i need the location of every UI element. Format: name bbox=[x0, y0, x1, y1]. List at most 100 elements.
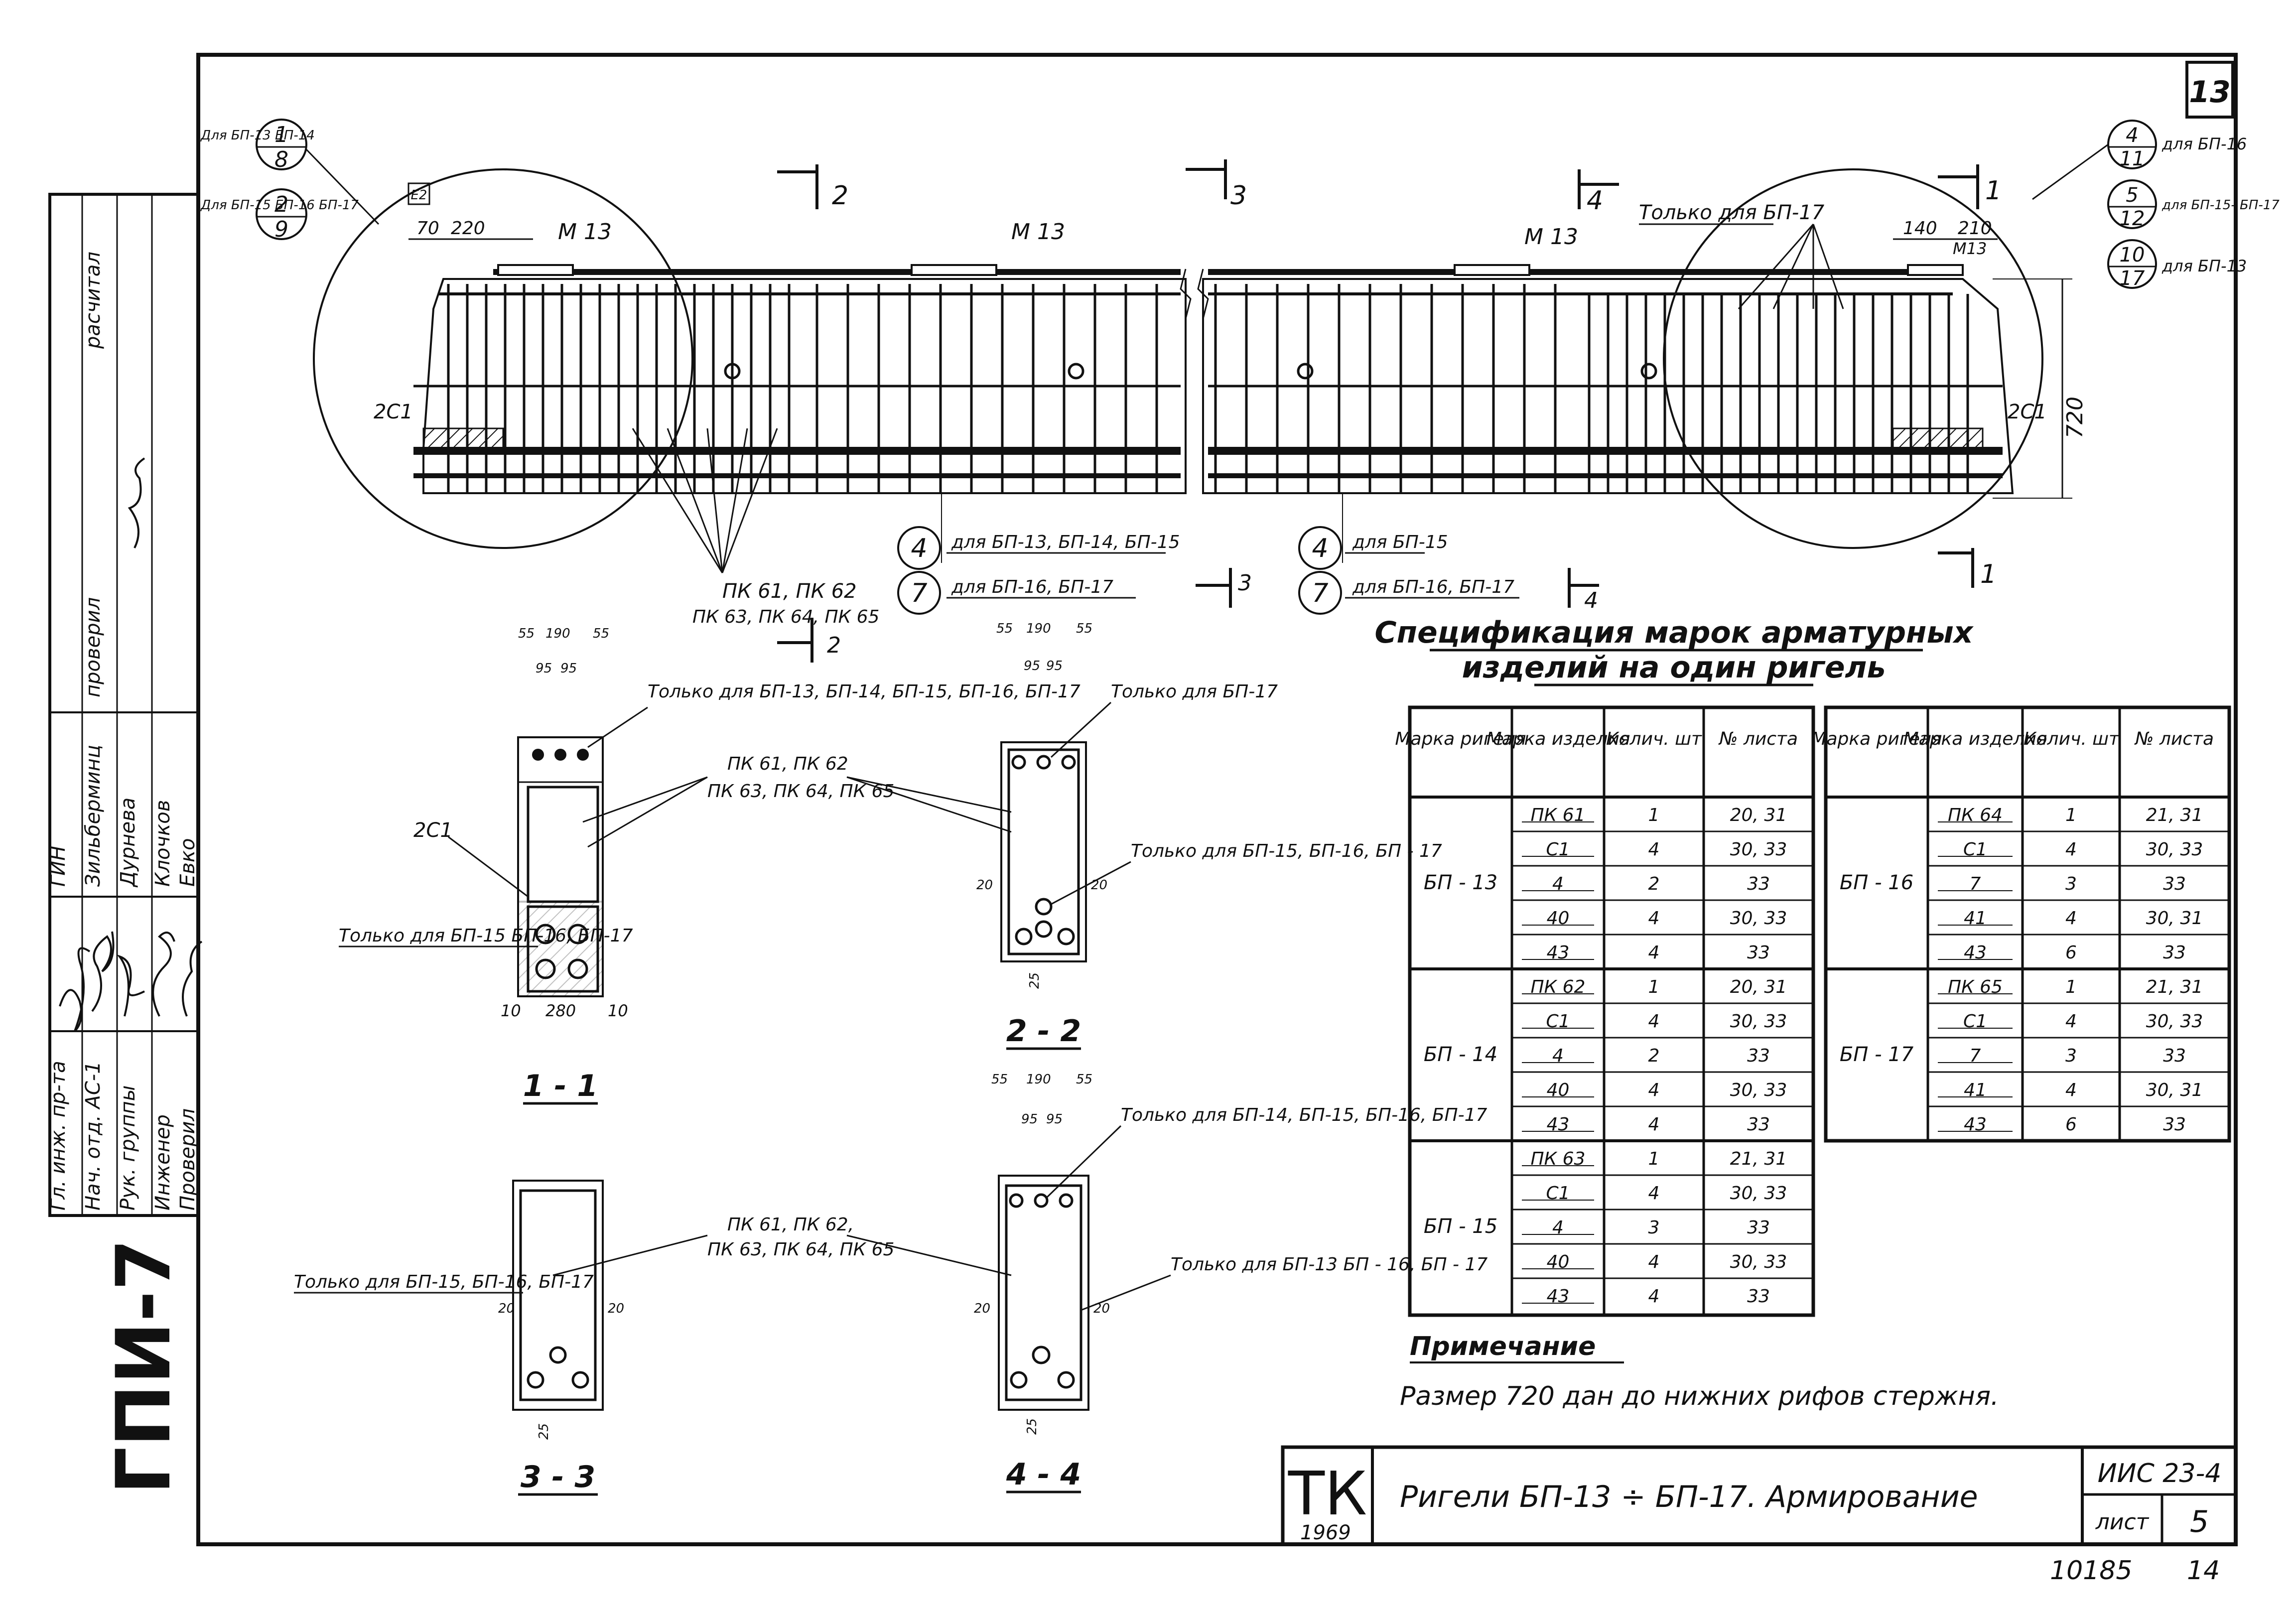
spec-left-rigel-0: БП - 13 bbox=[1424, 871, 1497, 894]
s33-d20b: 20 bbox=[608, 1301, 624, 1316]
s22-only-mid: Только для БП-15, БП-16, БП - 17 bbox=[1131, 841, 1442, 861]
s11-only-top: Только для БП-13, БП-14, БП-15, БП-16, Б… bbox=[648, 681, 1080, 702]
spec-right-cell: 4 bbox=[2065, 1011, 2077, 1032]
spec-left-cell: 43 bbox=[1547, 1286, 1570, 1307]
spec-right-cell: 30, 31 bbox=[2146, 1080, 2203, 1100]
spec-left-cell: 33 bbox=[1747, 874, 1770, 894]
spec-title-line-2: изделий на один ригель bbox=[1462, 650, 1886, 685]
embedded-plates bbox=[497, 264, 1964, 276]
s22-d25: 25 bbox=[1027, 972, 1042, 989]
spec-left-cell: 30, 33 bbox=[1730, 1183, 1787, 1204]
spec-right-cell: С1 bbox=[1963, 839, 1987, 860]
label-m13-c: М 13 bbox=[1524, 224, 1578, 250]
left-callout-9: 9 bbox=[274, 217, 288, 242]
right-callout-11: 11 bbox=[2120, 147, 2145, 170]
extra-role-2: расчитал bbox=[82, 252, 105, 349]
spec-right-cell: 33 bbox=[2163, 1046, 2186, 1066]
spec-right-rigel-1: БП - 17 bbox=[1840, 1043, 1914, 1066]
spec-left-cell: 40 bbox=[1547, 908, 1570, 929]
s33-d20a: 20 bbox=[498, 1301, 515, 1316]
project-code: ГПИ-7 bbox=[101, 1239, 187, 1494]
cut-1-bottom: 1 bbox=[1980, 559, 1997, 589]
spec-left-cell: 4 bbox=[1648, 1252, 1660, 1272]
s11-dim-55b: 55 bbox=[593, 626, 609, 641]
s22-dim-55a: 55 bbox=[996, 621, 1013, 636]
note-text: Размер 720 дан до нижних рифов стержня. bbox=[1400, 1381, 1999, 1411]
spec-left-cell: 4 bbox=[1648, 1183, 1660, 1204]
title-block-text: ТК 1969 Ригели БП-13 ÷ БП-17. Армировани… bbox=[1288, 1459, 2222, 1586]
spec-right-cell: 4 bbox=[2065, 908, 2077, 929]
right-callout-12: 12 bbox=[2120, 207, 2145, 230]
s11-only-bottom: Только для БП-15 БП-16, БП-17 bbox=[339, 926, 633, 946]
spec-right-cell: 1 bbox=[2065, 805, 2077, 825]
spec-left-cell: 33 bbox=[1747, 1217, 1770, 1238]
left-callout-1: 1 bbox=[274, 122, 288, 147]
dim-70: 70 bbox=[416, 218, 439, 239]
s22-title: 2 - 2 bbox=[1006, 1014, 1081, 1049]
right-callout-10: 10 bbox=[2120, 244, 2145, 267]
hdr-r-qty: Колич. шт bbox=[2024, 729, 2120, 749]
spec-right-cell: 30, 31 bbox=[2146, 908, 2203, 929]
spec-right-cell: 30, 33 bbox=[2146, 839, 2203, 860]
section-1-1: 55 190 55 95 95 10 280 10 Только для БП-… bbox=[339, 626, 1080, 1105]
spec-left-cell: ПК 62 bbox=[1531, 977, 1586, 997]
cut-3-bottom: 3 bbox=[1238, 570, 1252, 596]
label-2c1-left: 2С1 bbox=[374, 401, 413, 423]
spec-right-cell: 33 bbox=[2163, 1114, 2186, 1135]
name-4: Клочков bbox=[151, 800, 174, 887]
spec-left-cell: ПК 63 bbox=[1531, 1149, 1586, 1169]
left-callout-2: 2 bbox=[274, 192, 288, 217]
callout-4b: 4 bbox=[1312, 534, 1328, 563]
spec-left-cell: 30, 33 bbox=[1730, 1080, 1787, 1100]
s11-dim-95b: 95 bbox=[560, 661, 577, 676]
s22-d20b: 20 bbox=[1091, 878, 1107, 893]
signature-stamp: Гл. инж. пр-та Нач. отд. АС-1 Рук. групп… bbox=[47, 193, 203, 1494]
right-callout-17: 17 bbox=[2120, 267, 2145, 290]
spec-left-cell: 4 bbox=[1648, 1114, 1660, 1135]
callout-4a-text: для БП-13, БП-14, БП-15 bbox=[951, 532, 1180, 552]
spec-table-left bbox=[1408, 705, 1815, 1317]
s11-dim-280: 280 bbox=[545, 1001, 576, 1020]
s11-dim-190: 190 bbox=[545, 626, 570, 641]
spec-left-cell: 4 bbox=[1648, 908, 1660, 929]
pk-line-1: ПК 61, ПК 62 bbox=[722, 580, 857, 603]
spec-right-cell: 4 bbox=[2065, 839, 2077, 860]
spec-left-cell: 4 bbox=[1552, 1217, 1564, 1238]
spec-left-cell: 30, 33 bbox=[1730, 908, 1787, 929]
sheet-label: лист bbox=[2095, 1509, 2150, 1535]
name-1: ГИН bbox=[47, 846, 70, 887]
spec-left-cell: 4 bbox=[1552, 874, 1564, 894]
handwritten-signatures bbox=[59, 457, 203, 1032]
spec-left-cell: ПК 61 bbox=[1531, 805, 1586, 825]
hdr-l-rigel: Марка ригеля bbox=[1395, 729, 1526, 749]
note-heading: Примечание bbox=[1410, 1332, 1596, 1361]
label-m13-b: М 13 bbox=[1011, 219, 1065, 245]
spec-left-cell: 33 bbox=[1747, 943, 1770, 963]
spec-headers: Марка ригеля Марка изделия Колич. шт № л… bbox=[1395, 729, 2214, 749]
spec-left-cell: 30, 33 bbox=[1730, 1252, 1787, 1272]
spec-left-cell: 33 bbox=[1747, 1286, 1770, 1307]
hdr-l-item: Марка изделия bbox=[1486, 729, 1630, 749]
detail-circle-left bbox=[313, 168, 693, 549]
spec-right-cell: 43 bbox=[1964, 943, 1987, 963]
spec-left-cell: 30, 33 bbox=[1730, 839, 1787, 860]
callouts-left-top: 1 8 2 9 Для БП-13 БП-14 Для БП-15 БП-16 … bbox=[200, 119, 380, 242]
hdr-r-rigel: Марка ригеля bbox=[1811, 729, 1942, 749]
section-2-2: 55 190 55 95 95 Только для БП-17 Только … bbox=[976, 621, 1442, 1050]
spec-left-cell: 20, 31 bbox=[1730, 805, 1787, 825]
spec-left-cell: 21, 31 bbox=[1730, 1149, 1787, 1169]
s44-dim-55a: 55 bbox=[991, 1072, 1008, 1087]
mark-e2: Е2 bbox=[411, 188, 427, 203]
role-2: Нач. отд. АС-1 bbox=[82, 1061, 105, 1211]
spec-right-cell: 21, 31 bbox=[2146, 805, 2203, 825]
spec-left-cell: С1 bbox=[1546, 1011, 1570, 1032]
spec-right-cell: С1 bbox=[1963, 1011, 1987, 1032]
spec-left-cell: 1 bbox=[1648, 1149, 1660, 1169]
pk-line-2: ПК 63, ПК 64, ПК 65 bbox=[692, 607, 879, 627]
cut-2-top: 2 bbox=[832, 181, 848, 211]
s44-title: 4 - 4 bbox=[1006, 1457, 1081, 1492]
spec-right-cell: 4 bbox=[2065, 1080, 2077, 1100]
s44-only-mid: Только для БП-13 БП - 16, БП - 17 bbox=[1171, 1254, 1487, 1275]
